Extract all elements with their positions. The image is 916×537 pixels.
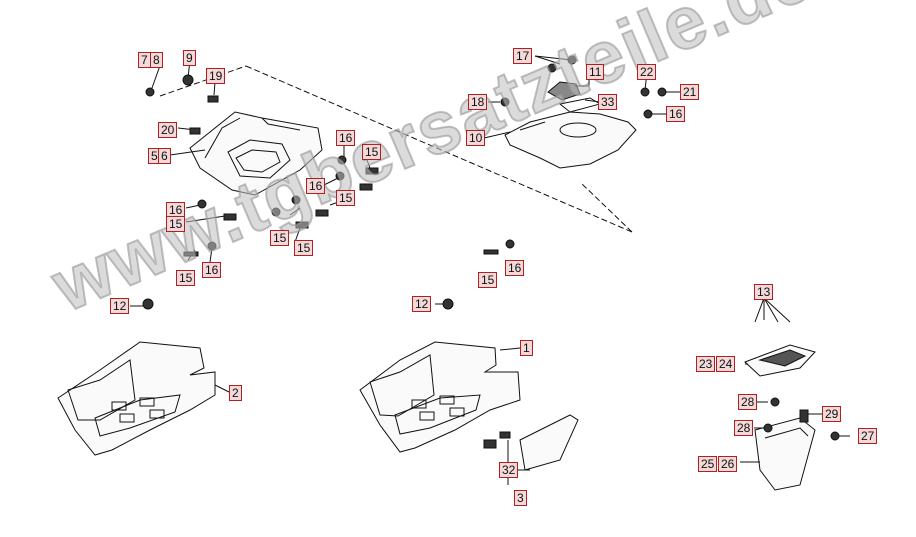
left-side-cover	[189, 111, 323, 196]
callout-16: 16	[306, 178, 326, 194]
dashed-guide-top	[245, 65, 633, 233]
callout-19: 19	[206, 68, 226, 84]
callout-15: 15	[336, 190, 356, 206]
callout-22: 22	[637, 64, 657, 80]
callout-13: 13	[754, 284, 774, 300]
callout-28: 28	[734, 420, 754, 436]
callout-16: 16	[505, 260, 525, 276]
callout-25: 25	[698, 456, 718, 472]
callout-32: 32	[499, 462, 519, 478]
callout-16: 16	[666, 106, 686, 122]
callout-1: 1	[520, 340, 533, 356]
callout-15: 15	[270, 230, 290, 246]
callout-11: 11	[586, 64, 605, 80]
right-footwell	[359, 341, 521, 453]
callout-24: 24	[716, 356, 736, 372]
callout-15: 15	[362, 144, 382, 160]
callout-27: 27	[858, 428, 878, 444]
callout-33: 33	[598, 94, 618, 110]
callout-6: 6	[158, 148, 171, 164]
rear-center-cover	[504, 81, 637, 169]
callout-15: 15	[294, 240, 314, 256]
callout-29: 29	[822, 406, 842, 422]
callout-16: 16	[202, 262, 222, 278]
callout-17: 17	[513, 48, 533, 64]
callout-12: 12	[412, 296, 432, 312]
hardware	[142, 55, 840, 449]
dashed-guide-right	[579, 181, 633, 233]
callout-10: 10	[466, 130, 486, 146]
callout-15: 15	[478, 272, 498, 288]
callout-26: 26	[718, 456, 738, 472]
callout-23: 23	[696, 356, 716, 372]
left-footwell	[57, 341, 216, 456]
callout-3: 3	[514, 490, 527, 506]
bottom-panel	[519, 414, 579, 471]
callout-8: 8	[150, 52, 163, 68]
callout-20: 20	[158, 122, 178, 138]
callout-28: 28	[738, 394, 758, 410]
callout-21: 21	[680, 84, 700, 100]
callout-16: 16	[336, 130, 356, 146]
callout-9: 9	[183, 50, 196, 66]
callout-18: 18	[468, 94, 488, 110]
callout-7: 7	[138, 52, 151, 68]
callout-15: 15	[176, 270, 196, 286]
storage-box	[744, 344, 816, 491]
callout-2: 2	[229, 385, 242, 401]
callout-12: 12	[110, 298, 130, 314]
callout-15: 15	[166, 216, 186, 232]
dashed-guide-left	[159, 65, 247, 97]
